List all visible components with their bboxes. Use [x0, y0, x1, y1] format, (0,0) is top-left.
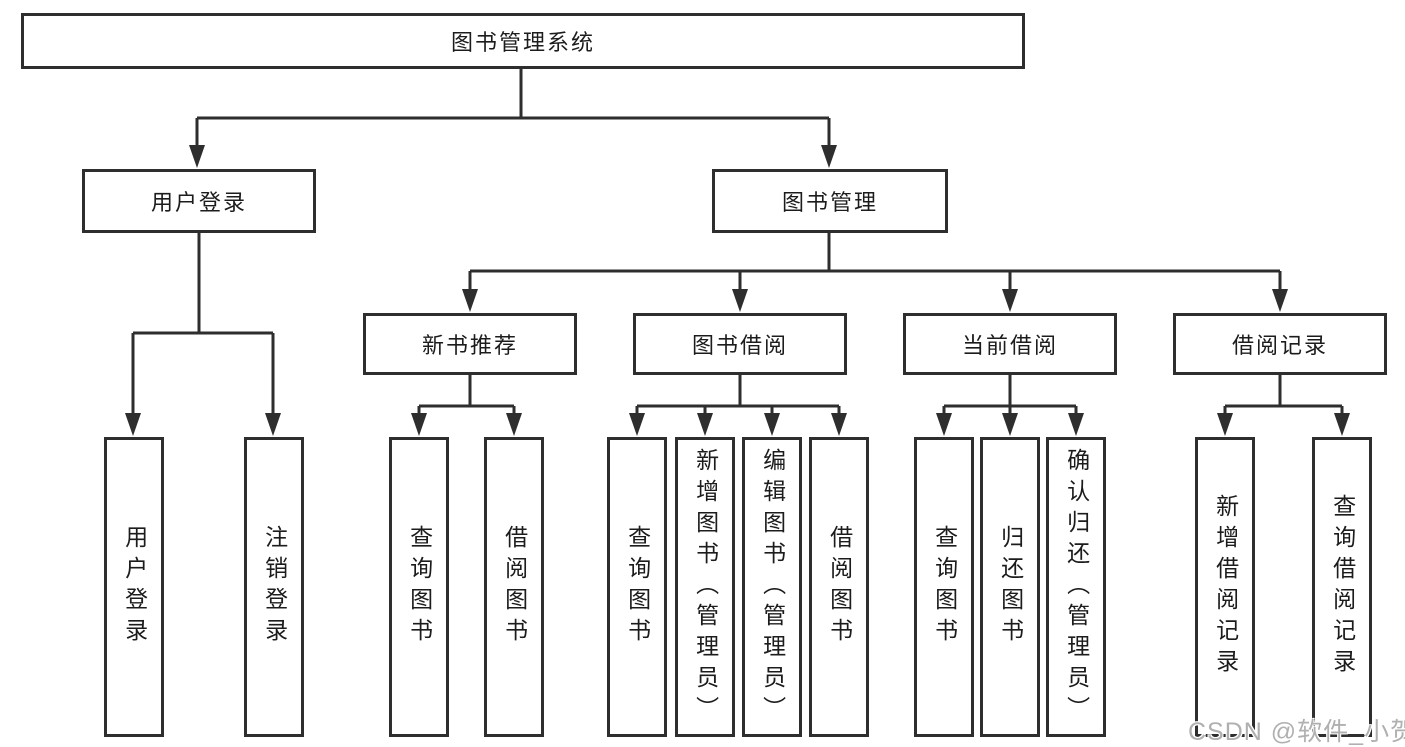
connector-user-login-subtree [131, 233, 275, 416]
node-book-borrow: 图书借阅 [633, 313, 847, 375]
arrowhead-icon [732, 289, 748, 312]
connector-book-borrow-subtree [635, 375, 841, 416]
leaf-current-query-book: 查询图书 [914, 437, 974, 737]
arrowheads [125, 145, 1350, 436]
leaf-borrow-query-book: 查询图书 [607, 437, 667, 737]
arrowhead-icon [125, 413, 141, 436]
arrowhead-icon [411, 413, 427, 436]
arrowhead-icon [629, 413, 645, 436]
leaf-current-confirm-return-admin: 确认归还（管理员） [1046, 437, 1106, 737]
arrowhead-icon [1217, 413, 1233, 436]
node-borrow-records: 借阅记录 [1173, 313, 1387, 375]
connector-book-management-to-level3 [468, 233, 1282, 292]
leaf-newbook-borrow-book: 借阅图书 [484, 437, 544, 737]
arrowhead-icon [1334, 413, 1350, 436]
leaf-borrow-edit-book-admin: 编辑图书（管理员） [742, 437, 802, 737]
arrowhead-icon [265, 413, 281, 436]
leaf-user-login: 用户登录 [104, 437, 164, 737]
node-user-login: 用户登录 [82, 169, 316, 233]
arrowhead-icon [1002, 413, 1018, 436]
arrowhead-icon [1002, 289, 1018, 312]
connector-new-book-subtree [417, 375, 516, 416]
arrowhead-icon [1068, 413, 1084, 436]
connector-root-to-level2 [195, 68, 831, 148]
csdn-watermark: CSDN @软件_小贺同学 [1188, 718, 1405, 746]
leaf-logout: 注销登录 [244, 437, 304, 737]
arrowhead-icon [821, 145, 837, 168]
leaf-records-add-record: 新增借阅记录 [1195, 437, 1255, 737]
arrowhead-icon [697, 413, 713, 436]
arrowhead-icon [1272, 289, 1288, 312]
node-root-system: 图书管理系统 [21, 13, 1025, 69]
connector-current-borrow-subtree [942, 375, 1078, 416]
leaf-borrow-add-book-admin: 新增图书（管理员） [675, 437, 735, 737]
leaf-newbook-query-book: 查询图书 [389, 437, 449, 737]
leaf-borrow-borrow-book: 借阅图书 [809, 437, 869, 737]
arrowhead-icon [189, 145, 205, 168]
leaf-current-return-book: 归还图书 [980, 437, 1040, 737]
arrowhead-icon [936, 413, 952, 436]
connector-borrow-records-subtree [1223, 375, 1344, 416]
node-new-book-recommend: 新书推荐 [363, 313, 577, 375]
leaf-records-query-record: 查询借阅记录 [1312, 437, 1372, 737]
node-current-borrow: 当前借阅 [903, 313, 1117, 375]
node-book-management: 图书管理 [712, 169, 948, 233]
arrowhead-icon [506, 413, 522, 436]
arrowhead-icon [764, 413, 780, 436]
arrowhead-icon [831, 413, 847, 436]
arrowhead-icon [462, 289, 478, 312]
